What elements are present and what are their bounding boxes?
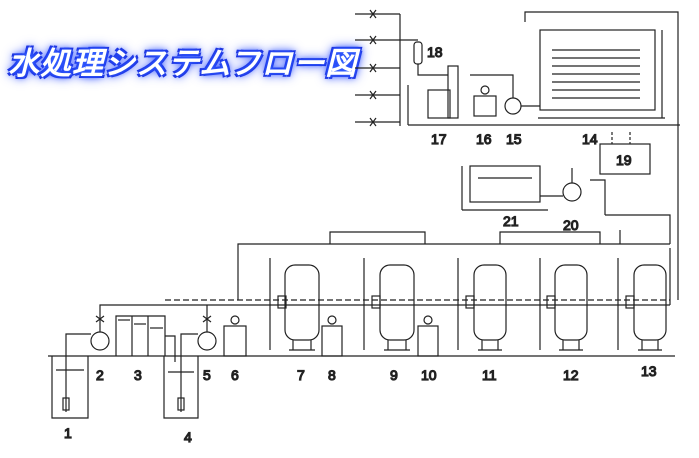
- filter-vessel-7: [269, 258, 320, 351]
- diagram-title: 水処理システムフロー図: [8, 46, 358, 82]
- chemical-tank-6: [223, 315, 247, 357]
- label-3: 3: [134, 367, 142, 383]
- label-12: 12: [563, 367, 579, 383]
- signal-line: [611, 132, 631, 144]
- settling-tank-3: [115, 315, 176, 362]
- product-riser-pipe: [524, 11, 679, 305]
- chemical-tank-8: [321, 315, 343, 357]
- raw-water-pit: [51, 345, 89, 419]
- label-17: 17: [431, 131, 447, 147]
- chemical-tank-10: [417, 315, 439, 357]
- sample-manifold: [355, 9, 418, 127]
- storage-tank-21: [461, 165, 548, 211]
- label-1: 1: [64, 425, 72, 441]
- label-6: 6: [231, 367, 239, 383]
- ion-exchanger-12: [539, 258, 588, 351]
- pump-2: [65, 304, 205, 351]
- label-13: 13: [641, 363, 657, 379]
- polisher-13: [617, 258, 667, 351]
- storage-feed-pipe: [605, 214, 671, 244]
- label-9: 9: [390, 367, 398, 383]
- control-panel-19: [599, 143, 651, 175]
- pump-15: [470, 74, 540, 115]
- label-5: 5: [203, 367, 211, 383]
- pump-20: [540, 168, 582, 202]
- label-8: 8: [328, 367, 336, 383]
- treatment-unit-14: [538, 29, 665, 119]
- label-7: 7: [297, 367, 305, 383]
- label-14: 14: [582, 131, 598, 147]
- pump-5: [180, 305, 217, 351]
- upper-floor-line: [407, 85, 680, 126]
- column-18: [413, 41, 448, 76]
- ion-exchanger-11: [457, 258, 507, 351]
- label-21: 21: [503, 213, 519, 229]
- unit-17: [427, 65, 459, 119]
- drain-branch-pipe: [590, 179, 621, 244]
- label-15: 15: [506, 131, 522, 147]
- label-16: 16: [476, 131, 492, 147]
- label-20: 20: [563, 217, 579, 233]
- label-11: 11: [482, 367, 497, 383]
- intermediate-pit-4: [163, 350, 199, 419]
- filter-vessel-9: [363, 258, 415, 351]
- label-2: 2: [96, 367, 104, 383]
- label-19: 19: [616, 152, 632, 168]
- label-10: 10: [421, 367, 437, 383]
- label-4: 4: [184, 429, 192, 445]
- label-18: 18: [427, 44, 443, 60]
- bypass-pipe: [329, 231, 601, 244]
- return-header-pipe: [237, 243, 670, 300]
- chemical-tank-16: [473, 85, 497, 117]
